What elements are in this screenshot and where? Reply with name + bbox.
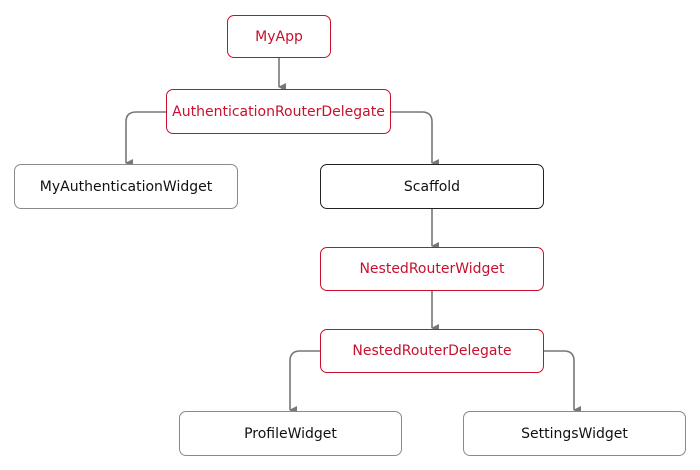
node-nested-router-delegate: NestedRouterDelegate <box>320 329 544 373</box>
node-label: NestedRouterWidget <box>359 261 505 277</box>
node-my-authentication-widget: MyAuthenticationWidget <box>14 164 238 209</box>
node-myapp: MyApp <box>227 15 331 58</box>
node-label: MyAuthenticationWidget <box>39 178 213 195</box>
edge-delegate-to-profile-widget <box>289 350 320 414</box>
node-scaffold: Scaffold <box>320 164 544 209</box>
edge-auth-delegate-to-my-auth-widget <box>125 111 166 167</box>
node-label: SettingsWidget <box>521 425 628 442</box>
node-nested-router-widget: NestedRouterWidget <box>320 247 544 291</box>
node-settings-widget: SettingsWidget <box>463 411 686 456</box>
node-profile-widget: ProfileWidget <box>179 411 402 456</box>
edge-delegate-to-settings-widget <box>543 350 581 414</box>
node-authentication-router-delegate: AuthenticationRouterDelegate <box>166 89 391 134</box>
node-label: Scaffold <box>403 178 461 195</box>
node-label: NestedRouterDelegate <box>352 343 512 359</box>
edge-auth-delegate-to-scaffold <box>391 111 439 167</box>
node-label: ProfileWidget <box>244 425 337 442</box>
node-label: MyApp <box>255 28 303 45</box>
node-label: AuthenticationRouterDelegate <box>172 103 385 120</box>
